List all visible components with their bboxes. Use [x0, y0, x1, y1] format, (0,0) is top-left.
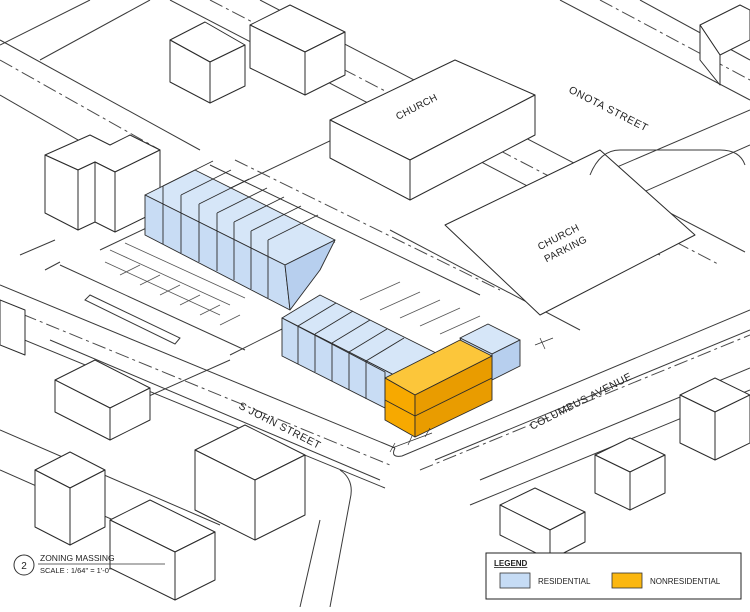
dimension-marks [389, 337, 554, 453]
onota-street-label: ONOTA STREET [567, 84, 650, 134]
context-buildings [0, 4, 750, 601]
drawing-title: ZONING MASSING [40, 553, 115, 563]
legend-heading: LEGEND [494, 559, 528, 568]
residential-massing-north [144, 160, 336, 311]
drawing-number: 2 [21, 561, 27, 572]
legend: LEGEND RESIDENTIAL NONRESIDENTIAL [485, 552, 742, 600]
legend-swatch-residential [499, 572, 531, 589]
columbus-avenue-label: COLUMBUS AVENUE [528, 371, 634, 433]
drawing-scale: SCALE : 1/64" = 1'-0" [40, 566, 112, 575]
drawing-number-circle [13, 554, 35, 576]
title-block: 2 ZONING MASSING SCALE : 1/64" = 1'-0" [13, 553, 165, 576]
legend-label-nonresidential: NONRESIDENTIAL [650, 577, 721, 586]
nonresidential-massing [384, 339, 493, 438]
legend-label-residential: RESIDENTIAL [538, 577, 591, 586]
legend-swatch-nonresidential [611, 572, 643, 589]
